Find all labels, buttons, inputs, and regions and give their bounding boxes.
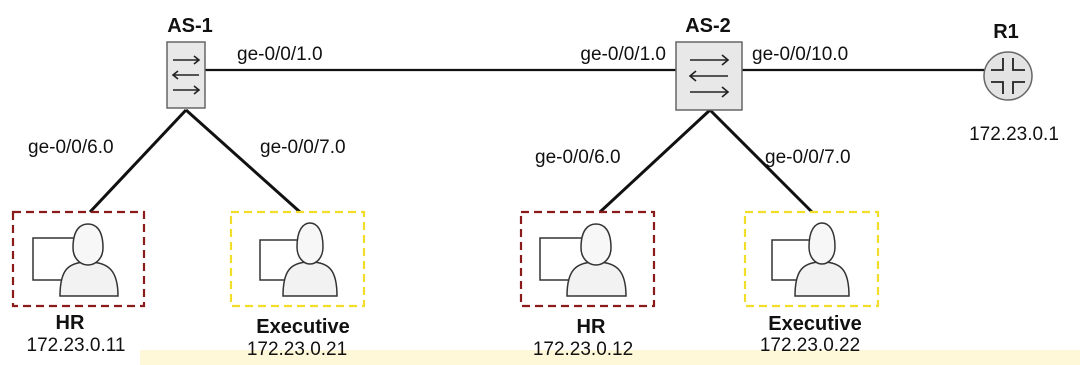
host-hr-2[interactable] — [519, 210, 656, 308]
highlight-band — [140, 350, 1080, 365]
user-workstation-icon — [32, 223, 119, 297]
user-workstation-icon — [259, 222, 338, 297]
user-workstation-icon — [539, 223, 627, 297]
iface-as1-uplink: ge-0/0/1.0 — [237, 44, 323, 65]
host-ip-hr-2: 172.23.0.12 — [533, 339, 633, 360]
iface-as2-hr: ge-0/0/6.0 — [535, 147, 621, 168]
hr-group-border — [519, 210, 656, 308]
hr-group-border — [11, 210, 146, 308]
switch-as2[interactable] — [675, 41, 743, 111]
host-ip-executive-2: 172.23.0.22 — [760, 335, 860, 356]
host-label-executive-1: Executive — [256, 316, 349, 338]
link-as2-hr2 — [598, 108, 712, 214]
router-arrows-icon — [991, 58, 1025, 94]
host-label-hr-2: HR — [577, 316, 606, 338]
host-executive-1[interactable] — [229, 210, 366, 308]
iface-as2-r1: ge-0/0/10.0 — [752, 44, 848, 65]
iface-as2-uplink: ge-0/0/1.0 — [580, 44, 666, 65]
iface-as1-hr: ge-0/0/6.0 — [28, 137, 114, 158]
router-r1[interactable] — [983, 51, 1033, 101]
router-ip-r1: 172.23.0.1 — [969, 124, 1059, 145]
switch-as1[interactable] — [166, 41, 206, 109]
iface-as1-exec: ge-0/0/7.0 — [260, 137, 346, 158]
executive-group-border — [229, 210, 366, 308]
switch-name-as1: AS-1 — [167, 15, 213, 37]
host-ip-executive-1: 172.23.0.21 — [247, 339, 347, 360]
link-as2-exec2 — [708, 108, 814, 214]
link-as1-exec1 — [184, 108, 302, 214]
router-icon — [983, 51, 1033, 101]
host-executive-2[interactable] — [743, 210, 880, 308]
host-label-hr-1: HR — [56, 312, 85, 334]
executive-group-border — [743, 210, 880, 308]
switch-arrows-icon — [688, 54, 730, 98]
switch-name-as2: AS-2 — [685, 15, 731, 37]
iface-as2-exec: ge-0/0/7.0 — [765, 147, 851, 168]
switch-arrows-icon — [171, 55, 201, 95]
host-ip-hr-1: 172.23.0.11 — [27, 335, 126, 356]
host-hr-1[interactable] — [11, 210, 146, 308]
links — [88, 68, 985, 214]
user-workstation-icon — [771, 222, 850, 297]
link-as1-hr1 — [88, 108, 188, 214]
router-name-r1: R1 — [993, 21, 1019, 43]
host-label-executive-2: Executive — [768, 313, 861, 335]
